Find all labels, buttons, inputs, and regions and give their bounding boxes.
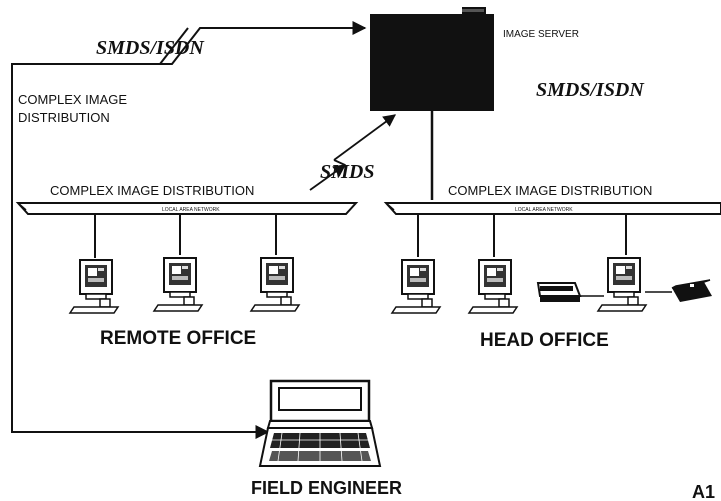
wan-label-right: SMDS/ISDN: [536, 79, 645, 101]
remote-lan-caption: LOCAL AREA NETWORK: [162, 207, 220, 213]
head-workstation: [392, 260, 440, 313]
remote-workstation: [70, 260, 118, 313]
wan-label-top: SMDS/ISDN: [96, 37, 205, 59]
head-office-label: HEAD OFFICE: [480, 330, 609, 351]
remote-workstation: [154, 258, 202, 311]
laptop: [260, 381, 380, 466]
remote-lan-title: COMPLEX IMAGE DISTRIBUTION: [50, 183, 254, 198]
head-workstation: [469, 260, 517, 313]
remote-workstation: [251, 258, 299, 311]
printer: [538, 283, 604, 302]
complex-distribution-line2: DISTRIBUTION: [18, 110, 110, 125]
remote-office-label: REMOTE OFFICE: [100, 328, 256, 349]
corner-mark: A1: [692, 482, 715, 501]
head-lan-title: COMPLEX IMAGE DISTRIBUTION: [448, 183, 652, 198]
scanner: [645, 280, 712, 302]
image-server-label: IMAGE SERVER: [503, 29, 579, 40]
field-engineer-label: FIELD ENGINEER: [251, 478, 402, 498]
head-lan-caption: LOCAL AREA NETWORK: [515, 207, 573, 213]
complex-distribution-line1: COMPLEX IMAGE: [18, 92, 127, 107]
head-workstation: [598, 258, 646, 311]
wan-label-smds: SMDS: [320, 161, 374, 183]
image-server: [370, 7, 494, 111]
